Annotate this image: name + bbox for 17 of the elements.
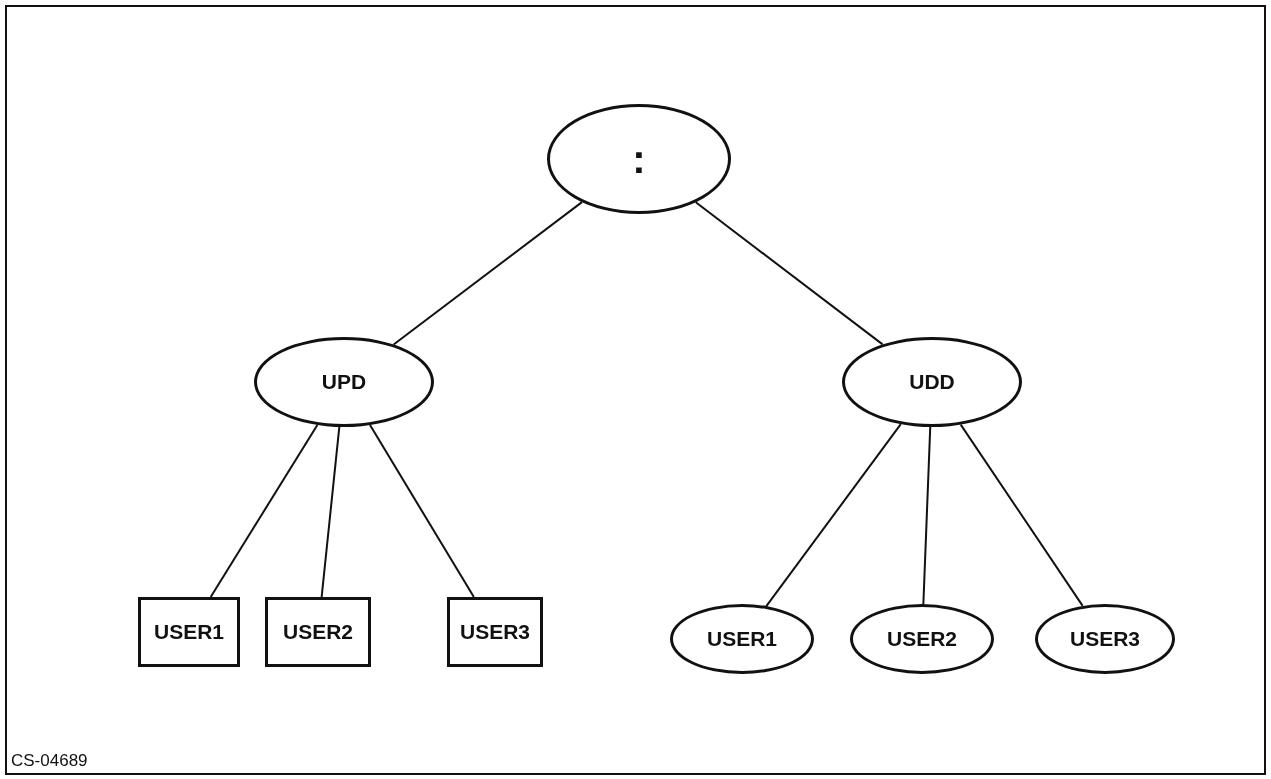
node-label: USER3: [460, 620, 530, 644]
connector-line: [320, 425, 341, 598]
node-label: USER1: [707, 627, 777, 651]
node-label: USER1: [154, 620, 224, 644]
connector-line: [922, 426, 932, 605]
rectangle-node: [447, 597, 543, 667]
figure-number: CS-04689: [11, 751, 88, 771]
node-label: :: [632, 136, 646, 182]
node-label: UDD: [909, 370, 955, 394]
rectangle-node: [265, 597, 371, 667]
connector-line: [392, 201, 583, 346]
node-label: USER3: [1070, 627, 1140, 651]
connector-line: [694, 201, 884, 346]
node-label: USER2: [887, 627, 957, 651]
node-label: UPD: [321, 370, 367, 394]
node-label: USER2: [283, 620, 353, 644]
rectangle-node: [138, 597, 240, 667]
